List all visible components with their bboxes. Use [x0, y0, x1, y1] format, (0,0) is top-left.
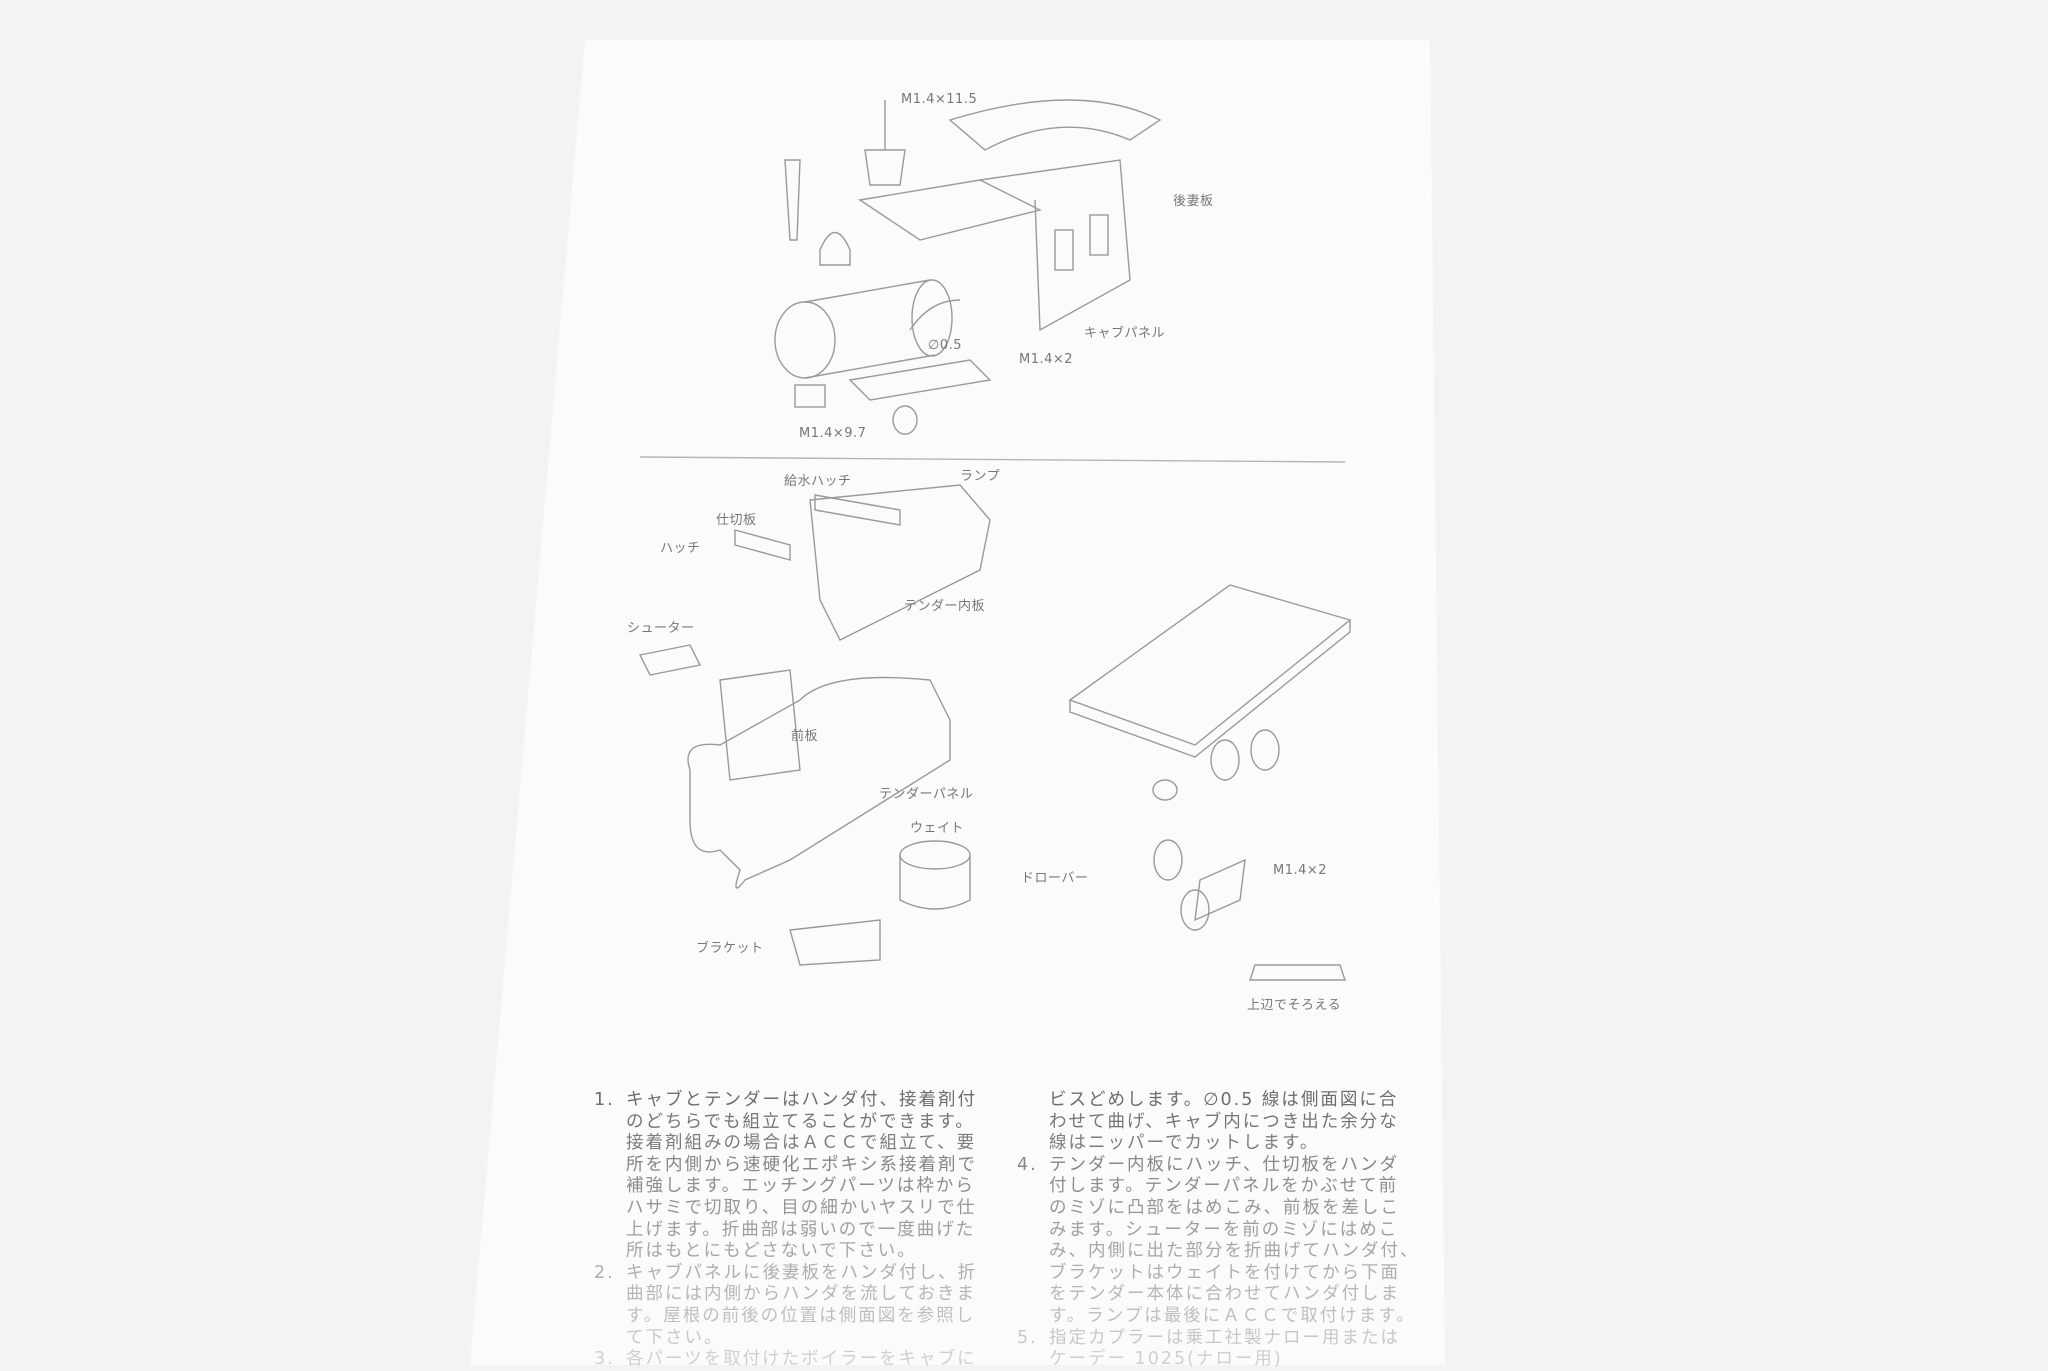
label-align-top: 上辺でそろえる	[1247, 998, 1342, 1013]
instruction-item: 2. キャブパネルに後妻板をハンダ付し、折曲部には内側からハンダを流しておきます。…	[594, 1263, 977, 1349]
label-screw-top: M1.4×11.5	[901, 92, 978, 107]
paper-sheet	[470, 40, 1445, 1365]
cab-window	[1089, 214, 1109, 256]
sand-dome	[864, 149, 906, 186]
wheel	[1210, 739, 1240, 781]
instruction-line: みます。シューターを前のミゾにはめこ	[1049, 1219, 1399, 1240]
tender-panel	[687, 676, 951, 889]
instruction-line: をテンダー本体に合わせてハンダ付しま	[1049, 1284, 1400, 1305]
cab-panel	[979, 159, 1131, 332]
partition-plate-2	[734, 529, 791, 561]
label-screw-cab: M1.4×2	[1019, 352, 1074, 367]
instruction-line: のどちらでも組立てることができます。	[626, 1111, 975, 1132]
label-screw-truck: M1.4×2	[1273, 863, 1328, 878]
instruction-line: のミゾに凸部をはめこみ、前板を差しこ	[1049, 1197, 1400, 1218]
instruction-line: キャブとテンダーはハンダ付、接着剤付	[626, 1090, 977, 1110]
instruction-line: キャブパネルに後妻板をハンダ付し、折	[626, 1262, 977, 1283]
label-wire: ∅0.5	[928, 338, 962, 353]
instruction-line: 所はもとにもどさないで下さい。	[626, 1241, 917, 1262]
instruction-line: 補強します。エッチングパーツは枠から	[626, 1176, 975, 1197]
instruction-line: ハサミで切取り、目の細かいヤスリで仕	[626, 1197, 977, 1218]
locomotive-exploded-drawing	[639, 99, 1346, 463]
tender-inner-body	[809, 484, 991, 641]
instruction-line: 所を内側から速硬化エポキシ系接着剤で	[626, 1154, 977, 1175]
instruction-number: 3.	[594, 1349, 615, 1370]
instruction-line: て下さい。	[626, 1327, 724, 1348]
instruction-line: ビスどめします。∅0.5 線は側面図に合	[1049, 1090, 1399, 1110]
instruction-number: 4.	[1017, 1154, 1038, 1175]
front-plate	[719, 669, 801, 781]
wheel	[1180, 889, 1210, 931]
instruction-item: 5. 指定カプラーは乗工社製ナロー用またはケーデー 1025(ナロー用)	[1017, 1328, 1420, 1371]
instruction-number: 2.	[594, 1262, 615, 1283]
instruction-line: す。屋根の前後の位置は側面図を参照し	[626, 1305, 976, 1326]
instruction-line: 接着剤組みの場合はＡＣＣで組立て、要	[626, 1133, 977, 1154]
frame-plate	[848, 359, 992, 401]
wheel	[1153, 839, 1183, 881]
instruction-line: 付します。テンダーパネルをかぶせて前	[1049, 1176, 1399, 1197]
instruction-line: 指定カプラーは乗工社製ナロー用または	[1049, 1327, 1400, 1348]
label-screw-bottom: M1.4×9.7	[799, 426, 867, 441]
section-divider	[639, 456, 1346, 463]
instruction-line: す。ランプは最後にＡＣＣで取付けます。	[1049, 1305, 1416, 1326]
instruction-line: テンダー内板にハッチ、仕切板をハンダ	[1049, 1154, 1399, 1175]
label-water-hatch: 給水ハッチ	[784, 474, 852, 489]
cab-roof	[948, 99, 1162, 151]
footplate	[858, 179, 1043, 241]
instruction-line: ケーデー 1025(ナロー用)	[1049, 1349, 1283, 1370]
truck-sideframe	[1194, 858, 1246, 922]
tender-chassis-drawing	[1068, 584, 1352, 981]
label-tender-panel: テンダーパネル	[879, 787, 974, 802]
bracket	[789, 919, 881, 966]
partition-plate	[814, 494, 901, 526]
label-weight: ウェイト	[910, 821, 965, 836]
instruction-line: 曲部には内側からハンダを流しておきま	[626, 1284, 976, 1305]
label-lamp: ランプ	[960, 469, 1001, 484]
instructions-column-2: ビスどめします。∅0.5 線は側面図に合わせて曲げ、キャブ内につき出た余分な線は…	[1017, 1090, 1420, 1371]
label-bracket: ブラケット	[696, 941, 764, 956]
tender-exploded-drawing	[638, 484, 991, 966]
instruction-item: 4. テンダー内板にハッチ、仕切板をハンダ付します。テンダーパネルをかぶせて前のミ…	[1017, 1155, 1420, 1328]
label-hatch: ハッチ	[660, 541, 701, 556]
chimney	[784, 159, 801, 241]
label-partition: 仕切板	[716, 513, 757, 528]
label-drawbar: ドローバー	[1021, 871, 1089, 886]
instruction-item: 1. キャブとテンダーはハンダ付、接着剤付のどちらでも組立てることができます。接着…	[594, 1090, 977, 1263]
instruction-line: み、内側に出た部分を折曲げてハンダ付、	[1049, 1241, 1420, 1262]
instruction-line: 上げます。折曲部は弱いので一度曲げた	[626, 1219, 976, 1240]
instruction-number: 1.	[594, 1090, 615, 1110]
instruction-item: 3. 各パーツを取付けたボイラーをキャブに	[594, 1349, 977, 1371]
dome	[819, 231, 851, 266]
label-chute: シューター	[627, 621, 695, 636]
instruction-line: わせて曲げ、キャブ内につき出た余分な	[1049, 1111, 1399, 1132]
instruction-line: ブラケットはウェイトを付けてから下面	[1049, 1262, 1400, 1283]
wheel	[1250, 729, 1280, 771]
chute-part	[638, 644, 702, 676]
instruction-line: 線はニッパーでカットします。	[1049, 1133, 1320, 1154]
label-tender-inner: テンダー内板	[904, 599, 986, 614]
instruction-number: 5.	[1017, 1327, 1038, 1348]
instructions-column-1: 1. キャブとテンダーはハンダ付、接着剤付のどちらでも組立てることができます。接着…	[594, 1090, 977, 1371]
label-cab-panel: キャブパネル	[1084, 326, 1166, 341]
label-back-plate: 後妻板	[1173, 194, 1214, 209]
label-front-plate: 前板	[791, 729, 819, 744]
coupler	[1249, 964, 1346, 981]
instruction-item: ビスどめします。∅0.5 線は側面図に合わせて曲げ、キャブ内につき出た余分な線は…	[1017, 1090, 1420, 1155]
instruction-line: 各パーツを取付けたボイラーをキャブに	[626, 1349, 977, 1370]
cab-window	[1054, 229, 1074, 271]
